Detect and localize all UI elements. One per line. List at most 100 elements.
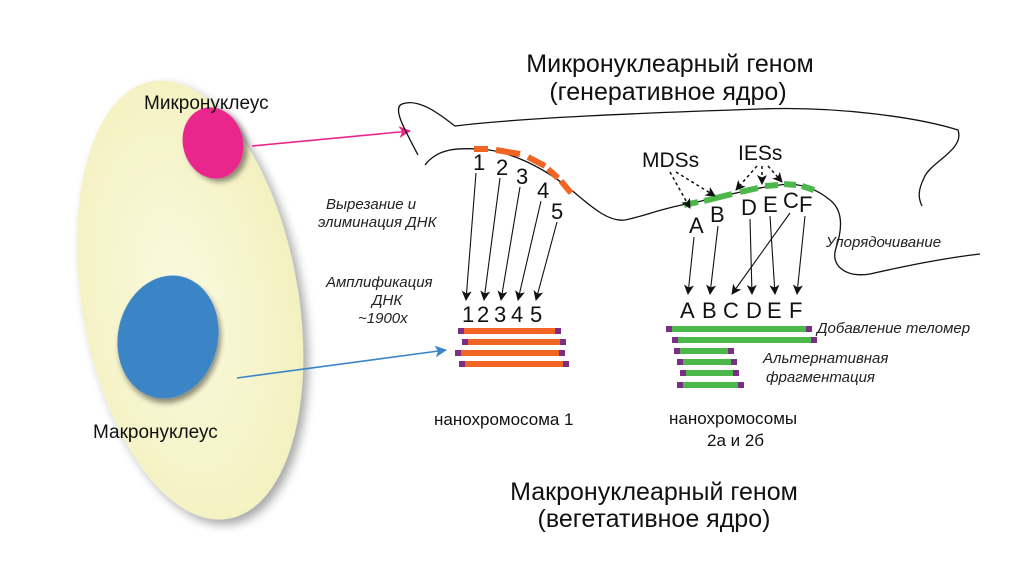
altfrag-line2: фрагментация xyxy=(766,369,875,386)
nanochromosome-2-copy-2-telomere-right xyxy=(811,337,817,343)
captions: нанохромосома 1 нанохромосомы 2а и 2б xyxy=(434,409,797,450)
orange-seg-2 xyxy=(495,147,521,157)
macro1-label-3: 3 xyxy=(494,302,506,327)
nanochromosome-1-copy-2 xyxy=(462,339,566,345)
excision-line1: Вырезание и xyxy=(326,196,417,213)
micro-labels-1: 1 2 3 4 5 xyxy=(473,150,563,224)
nanochromosome-1-copy-1-telomere-right xyxy=(555,328,561,334)
blue-arrow xyxy=(236,345,447,379)
nanochromosome-1-copy-3 xyxy=(455,350,565,356)
amp-line3: ~1900x xyxy=(358,310,408,327)
nanochromosome-2-copy-6 xyxy=(677,382,744,388)
nanochromosome-2-copy-3-telomere-right xyxy=(728,348,734,354)
arrow-2-f xyxy=(792,215,806,295)
nanochromosome-2-copy-5 xyxy=(680,370,739,376)
nanochromosome-2-copy-5-telomere-right xyxy=(733,370,739,376)
micro1-label-1: 1 xyxy=(473,150,485,175)
nanochromosome-2-copy-4-body xyxy=(683,359,731,365)
macro1-label-2: 2 xyxy=(477,302,489,327)
green-seg-d xyxy=(739,185,759,195)
nanochromosome-1-copy-1 xyxy=(458,328,561,334)
orange-seg-4 xyxy=(545,166,561,181)
micro1-label-4: 4 xyxy=(537,178,549,203)
micro2-label-f: F xyxy=(799,192,812,217)
iess-pointer-3 xyxy=(767,165,783,183)
macro2-label-b: B xyxy=(702,298,717,323)
micro1-label-2: 2 xyxy=(496,155,508,180)
macro1-label-1: 1 xyxy=(462,302,474,327)
arrow-1-2 xyxy=(480,177,501,301)
orange-seg-5 xyxy=(558,179,574,195)
nanochromosome-1-copy-2-telomere-left xyxy=(462,339,468,345)
nanochromosome-1-copy-1-telomere-left xyxy=(458,328,464,334)
nanochromosome-2-copy-4-telomere-left xyxy=(677,359,683,365)
macro2-label-a: A xyxy=(680,298,695,323)
micro-title-line2: (генеративное ядро) xyxy=(549,78,786,106)
nanochromosome-2-copy-3-telomere-left xyxy=(674,348,680,354)
macro-title-line2: (вегетативное ядро) xyxy=(538,505,771,533)
micro2-label-c: C xyxy=(783,188,799,213)
micro-labels-2: A B D E C F xyxy=(689,188,812,238)
mdss-pointer-1 xyxy=(669,171,691,209)
macronucleus xyxy=(117,275,219,399)
caption-chromosome-2-line2: 2а и 2б xyxy=(707,431,764,450)
telomeres-label: Добавление теломер xyxy=(815,320,970,337)
macro-title-line1: Макронуклеарный геном xyxy=(510,478,798,506)
nanochromosome-1-copy-2-body xyxy=(468,339,560,345)
nanochromosome-2-copy-5-telomere-left xyxy=(680,370,686,376)
cell: Микронуклеус Макронуклеус xyxy=(76,80,304,520)
amp-line2: ДНК xyxy=(370,292,403,309)
nanochromosome-2-copy-4-telomere-right xyxy=(731,359,737,365)
altfrag-line1: Альтернативная xyxy=(762,350,888,367)
strand-lower xyxy=(424,148,981,276)
nanochromosome-1-copy-3-body xyxy=(461,350,559,356)
mdss-label: MDSs xyxy=(642,149,699,172)
iess-label: IESs xyxy=(738,142,782,165)
green-seg-c xyxy=(783,181,797,188)
iess-pointer-1 xyxy=(735,165,758,191)
arrow-2-a xyxy=(683,236,695,295)
nanochromosome-1-copy-4-telomere-left xyxy=(459,361,465,367)
arrow-1-4 xyxy=(515,200,542,301)
green-seg-a xyxy=(683,199,699,208)
micro-title-line1: Микронуклеарный геном xyxy=(526,50,813,78)
process-annotations: Вырезание и элиминация ДНК Амплификация … xyxy=(318,196,970,386)
nanochromosome-2-copy-6-telomere-right xyxy=(738,382,744,388)
mds-ies-pointers: MDSs IESs xyxy=(642,142,783,209)
macronucleus-label: Макронуклеус xyxy=(93,422,218,443)
green-seg-b xyxy=(703,191,733,204)
nanochromosome-1-copy-4-telomere-right xyxy=(563,361,569,367)
macro1-label-5: 5 xyxy=(530,302,542,327)
titles: Микронуклеарный геном (генеративное ядро… xyxy=(510,50,814,533)
nucleus-arrows xyxy=(236,126,447,379)
nanochromosome-1-copy-4 xyxy=(459,361,569,367)
arrow-2-e xyxy=(769,215,780,295)
pink-arrow xyxy=(251,126,411,147)
micronuclear-strands xyxy=(397,101,981,276)
arrow-1-3 xyxy=(497,186,521,301)
nanochromosome-1-copy-3-telomere-right xyxy=(559,350,565,356)
mdss-pointer-2 xyxy=(675,171,716,197)
amp-line1: Амплификация xyxy=(325,274,433,291)
macro1-label-4: 4 xyxy=(511,302,523,327)
arrow-1-5 xyxy=(533,221,558,301)
green-seg-e xyxy=(764,182,779,189)
nanochromosome-1-copy-4-body xyxy=(465,361,563,367)
micro1-label-5: 5 xyxy=(551,199,563,224)
nanochromosome-2-copy-2 xyxy=(672,337,817,343)
macro2-label-c: C xyxy=(723,298,739,323)
macro2-label-e: E xyxy=(767,298,782,323)
nanochromosome-1-copy-1-body xyxy=(464,328,555,334)
micro1-label-3: 3 xyxy=(516,164,528,189)
nanochromosome-2-copy-2-telomere-left xyxy=(672,337,678,343)
strand-upper xyxy=(397,101,960,207)
orange-micro-segments xyxy=(474,146,574,195)
nanochromosome-2-copy-1-body xyxy=(672,326,806,332)
nanochromosome-2-copy-4 xyxy=(677,359,737,365)
nanochromosome-1-copy-2-telomere-right xyxy=(560,339,566,345)
nanochromosome-2-copy-2-body xyxy=(678,337,811,343)
orange-seg-3 xyxy=(526,154,547,169)
nanochromosome-2-copy-3 xyxy=(674,348,734,354)
arrow-2-c xyxy=(731,212,791,295)
